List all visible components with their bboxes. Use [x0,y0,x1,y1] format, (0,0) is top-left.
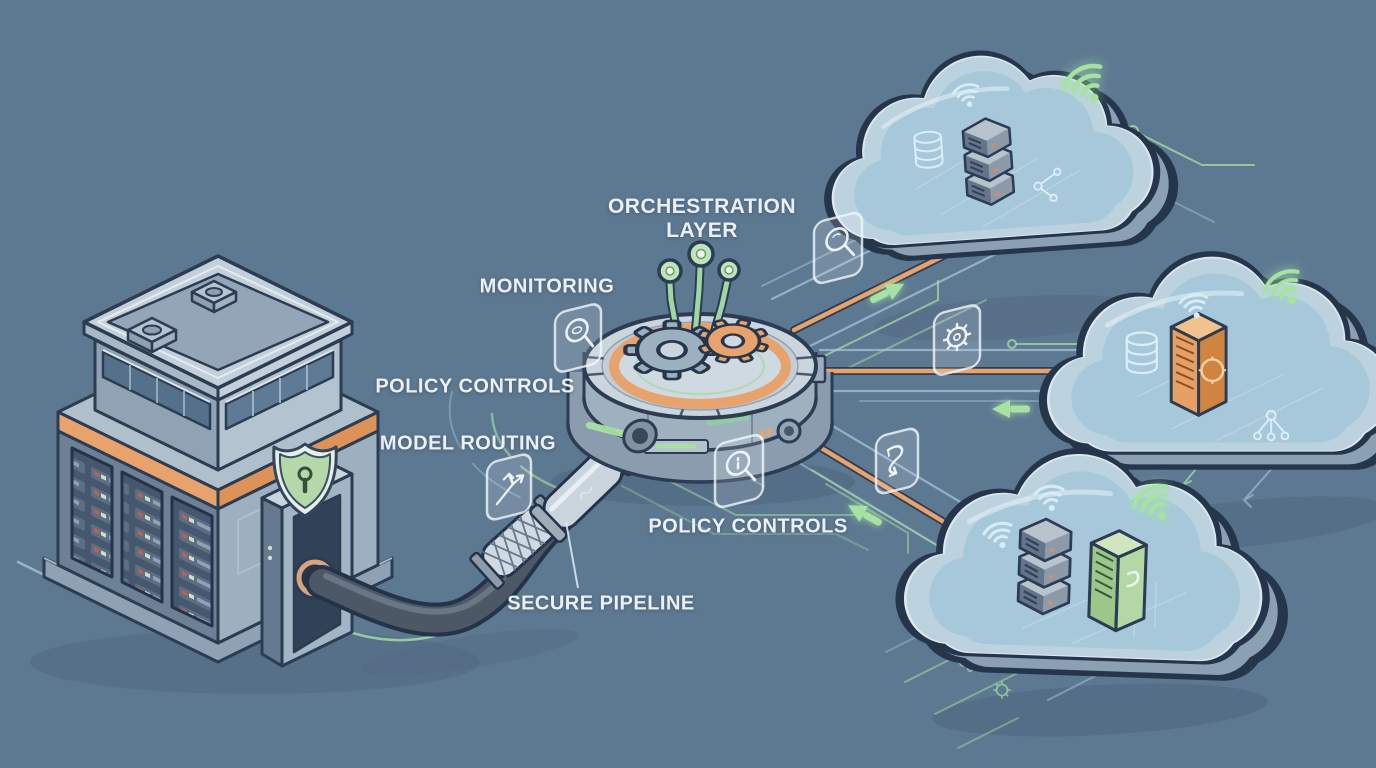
roof-vent [190,279,238,314]
gear-icon [942,322,972,352]
node-graph-icon [1033,167,1062,203]
route-bottom-card [874,427,920,495]
label-orchestration-layer: ORCHESTRATION LAYER [608,195,796,243]
circuit-pins-icon [657,240,741,345]
data-center-building [42,254,394,668]
gear-glyph-small [993,681,1011,699]
ai-server-tower-icon [1169,311,1228,417]
label-policy-controls-bottom: POLICY CONTROLS [648,515,848,538]
shield-lock-icon [272,442,338,518]
route-middle-card [932,304,982,376]
cloud-provider-middle [1038,251,1376,470]
icon-cards [485,211,982,521]
policy-bottom-card [713,433,765,509]
label-secure-pipeline: SECURE PIPELINE [507,592,695,615]
green-server-tower-icon [1087,529,1148,633]
cloud-provider-top [814,38,1183,266]
magnifier-icon [725,450,757,482]
server-racks [70,446,214,628]
label-monitoring: MONITORING [479,275,615,298]
secure-pipeline-leader-line [565,521,579,589]
sync-arrows-icon [886,445,904,478]
hub-rim-ticks [585,355,815,418]
label-line: ORCHESTRATION [607,194,797,218]
label-policy-controls-left: POLICY CONTROLS [375,375,575,398]
tree-nodes-icon [1253,409,1290,442]
return-arrow-icon [992,400,1030,418]
model-routing-card [485,453,533,521]
magnifier-icon [565,318,595,348]
cloud-provider-bottom [893,441,1293,684]
label-model-routing: MODEL ROUTING [379,432,557,455]
window-band [101,349,335,431]
route-top-card [812,211,864,285]
roof-vent [126,316,178,354]
monitoring-card [553,303,603,373]
branch-arrows-icon [495,472,525,506]
magnifier-icon [825,227,856,257]
label-line: LAYER [666,219,738,242]
